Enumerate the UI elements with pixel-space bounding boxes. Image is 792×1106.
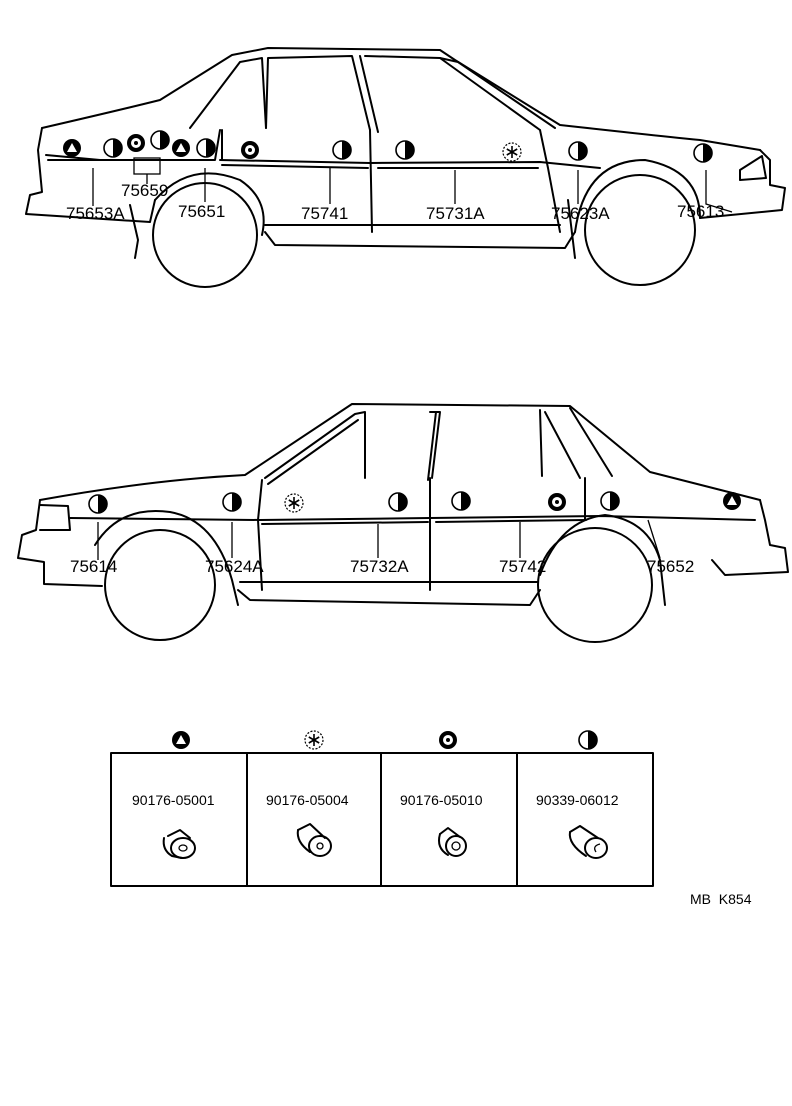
top-part-labels: 75653A 75659 75651 75741 75731A 75623A 7… bbox=[66, 181, 724, 223]
part-number-90176-05001: 90176-05001 bbox=[132, 792, 215, 808]
clip-illustration-90176-05004 bbox=[296, 823, 332, 857]
label-75624A: 75624A bbox=[205, 557, 264, 576]
top-leader-lines bbox=[92, 157, 733, 213]
part-number-90176-05010: 90176-05010 bbox=[400, 792, 483, 808]
bottom-part-labels: 75614 75624A 75732A 75742 75652 bbox=[70, 557, 694, 576]
bottom-leader-lines bbox=[97, 519, 661, 560]
top-car-drawing bbox=[25, 47, 786, 288]
label-75652: 75652 bbox=[647, 557, 694, 576]
clip-legend-table: 90176-05001 90176-05004 90176-05010 9033… bbox=[110, 730, 654, 887]
bottom-clip-symbols bbox=[88, 491, 741, 514]
label-75731A: 75731A bbox=[426, 204, 485, 223]
label-75653A: 75653A bbox=[66, 204, 125, 223]
diagram-code: MB K854 bbox=[690, 891, 752, 907]
bottom-car-drawing bbox=[17, 403, 789, 643]
label-75732A: 75732A bbox=[350, 557, 409, 576]
half-circle-clip-icon bbox=[578, 730, 598, 750]
part-number-90176-05004: 90176-05004 bbox=[266, 792, 349, 808]
label-75613: 75613 bbox=[677, 202, 724, 221]
label-75614: 75614 bbox=[70, 557, 117, 576]
triangle-clip-icon bbox=[172, 731, 190, 749]
label-75742: 75742 bbox=[499, 557, 546, 576]
label-75651: 75651 bbox=[178, 202, 225, 221]
clip-illustration-90176-05001 bbox=[162, 829, 196, 859]
clip-illustration-90176-05010 bbox=[438, 827, 467, 857]
label-75659: 75659 bbox=[121, 181, 168, 200]
clip-illustration-90339-06012 bbox=[568, 825, 608, 859]
ring-clip-icon bbox=[439, 731, 457, 749]
label-75741: 75741 bbox=[301, 204, 348, 223]
label-75623A: 75623A bbox=[551, 204, 610, 223]
asterisk-clip-icon bbox=[304, 730, 324, 750]
part-number-90339-06012: 90339-06012 bbox=[536, 792, 619, 808]
